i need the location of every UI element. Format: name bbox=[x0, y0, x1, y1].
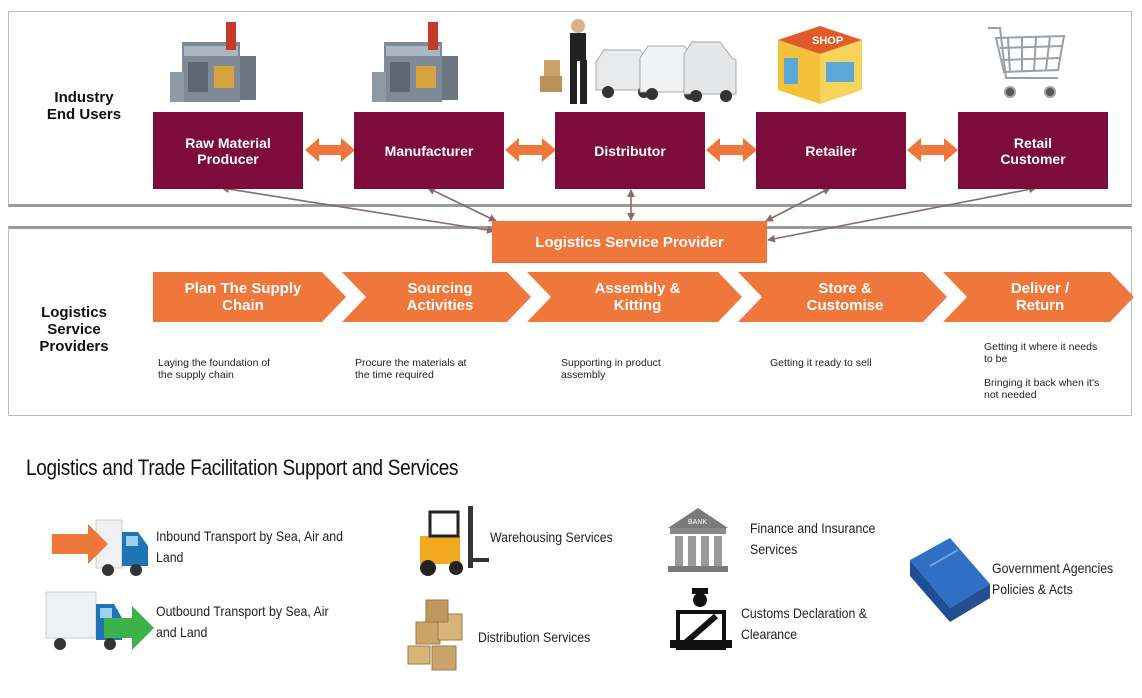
inbound-truck-icon bbox=[52, 519, 148, 576]
outbound-truck-icon bbox=[45, 591, 154, 650]
delivery-vans-icon bbox=[540, 19, 737, 104]
chevron-plan bbox=[153, 272, 346, 322]
double-arrows bbox=[305, 138, 958, 162]
logistics-service-providers-label: Logistics Service Providers bbox=[39, 304, 109, 355]
box-manufacturer: Manufacturer bbox=[354, 112, 504, 189]
connector-manufacturer bbox=[427, 187, 497, 222]
forklift-icon bbox=[420, 506, 489, 576]
bank-icon: BANK bbox=[668, 508, 728, 572]
chevron-store bbox=[738, 272, 947, 322]
process-chevrons bbox=[153, 272, 1134, 322]
double-arrow-1 bbox=[305, 138, 355, 162]
service-customs-declaration: Customs Declaration &Clearance bbox=[741, 605, 867, 642]
chevron-assembly bbox=[527, 272, 742, 322]
connector-raw-material bbox=[221, 185, 495, 234]
factory-icon-2 bbox=[372, 22, 458, 102]
step-store-label: Store &Customise bbox=[806, 280, 884, 314]
step-store-description: Getting it ready to sell bbox=[770, 357, 872, 369]
step-assembly-label: Assembly &Kitting bbox=[594, 280, 681, 314]
double-arrow-3 bbox=[706, 138, 757, 162]
binder-icon bbox=[910, 538, 990, 622]
shop-icon: SHOP bbox=[778, 26, 862, 104]
connector-retailer bbox=[765, 187, 831, 222]
shop-sign: SHOP bbox=[812, 35, 843, 47]
logistics-service-provider-box: Logistics Service Provider bbox=[492, 221, 767, 263]
double-arrow-4 bbox=[907, 138, 958, 162]
connector-retail-customer bbox=[767, 185, 1037, 243]
customs-officer-icon bbox=[670, 588, 732, 650]
shopping-cart-icon bbox=[988, 27, 1066, 98]
industry-end-users-label: Industry End Users bbox=[46, 89, 122, 123]
boxes-icon bbox=[407, 599, 463, 671]
box-retailer: Retailer bbox=[756, 112, 906, 189]
box-distributor: Distributor bbox=[555, 112, 705, 189]
chevron-sourcing bbox=[342, 272, 531, 322]
service-distribution: Distribution Services bbox=[478, 629, 591, 645]
connector-lines bbox=[221, 185, 1037, 243]
chevron-deliver bbox=[943, 272, 1134, 322]
services-section-title: Logistics and Trade Facilitation Support… bbox=[26, 455, 459, 480]
service-warehousing: Warehousing Services bbox=[490, 529, 613, 545]
bank-sign: BANK bbox=[688, 519, 707, 526]
factory-icon bbox=[170, 22, 256, 102]
step-deliver-label: Deliver /Return bbox=[1010, 280, 1070, 314]
double-arrow-2 bbox=[505, 138, 556, 162]
